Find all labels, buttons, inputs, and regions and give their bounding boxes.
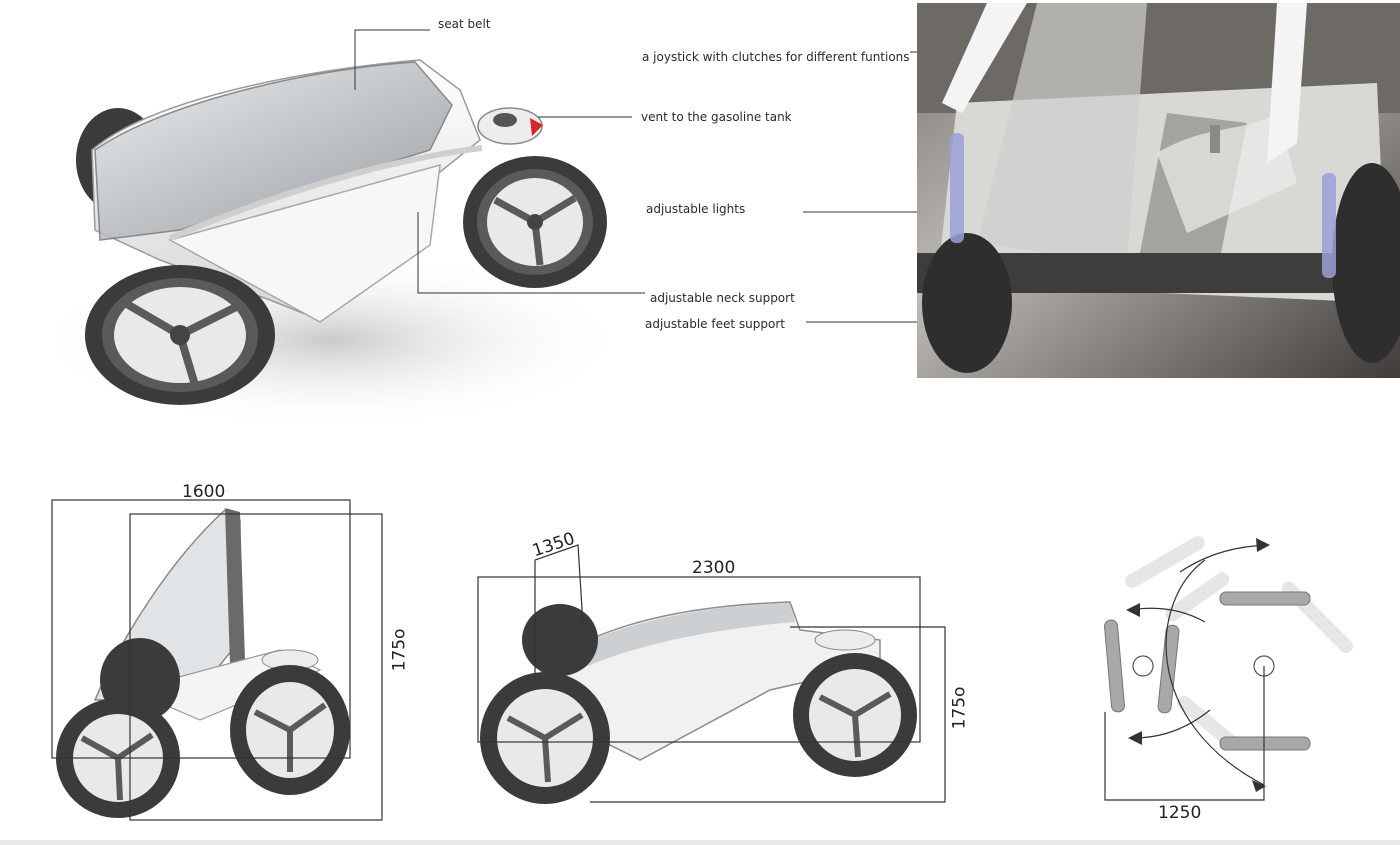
interior-photo bbox=[917, 3, 1400, 378]
front-height-box bbox=[129, 513, 383, 821]
wheel-bottom-right bbox=[1219, 736, 1311, 751]
front-right-wheel bbox=[463, 156, 607, 288]
bottom-divider bbox=[0, 840, 1400, 845]
wheel-top-right bbox=[1219, 591, 1311, 606]
side-length-dimension: 2300 bbox=[692, 558, 736, 578]
vent-label: vent to the gasoline tank bbox=[641, 110, 792, 124]
seat-belt-leader bbox=[354, 29, 430, 90]
front-height-dimension: 175o bbox=[389, 628, 410, 672]
joystick-label: a joystick with clutches for different f… bbox=[642, 50, 910, 64]
lights-label: adjustable lights bbox=[646, 202, 746, 216]
seat-belt-label: seat belt bbox=[438, 17, 491, 31]
interior-photo-drawing bbox=[917, 3, 1400, 378]
neck-support-leader bbox=[417, 212, 645, 294]
side-height-dimension: 175o bbox=[949, 686, 970, 730]
turning-diagram bbox=[1104, 536, 1353, 801]
glass-canopy bbox=[94, 61, 453, 241]
side-length-box bbox=[477, 576, 921, 743]
side-panel bbox=[168, 163, 441, 323]
seat-dimension-lines bbox=[534, 544, 584, 680]
turn-radius-dimension: 1250 bbox=[1158, 803, 1202, 823]
turn-radius-line bbox=[1104, 712, 1265, 801]
side-height-box bbox=[590, 626, 946, 803]
front-left-wheel bbox=[85, 265, 275, 405]
wheel-left-outer bbox=[1104, 619, 1125, 713]
front-view-vehicle bbox=[56, 508, 350, 818]
front-width-dimension: 1600 bbox=[182, 482, 226, 502]
side-view-vehicle bbox=[480, 601, 917, 804]
chrome-rail bbox=[168, 145, 483, 241]
front-width-box bbox=[51, 499, 351, 759]
neck-support-label: adjustable neck support bbox=[650, 291, 795, 305]
feet-support-label: adjustable feet support bbox=[645, 317, 785, 331]
